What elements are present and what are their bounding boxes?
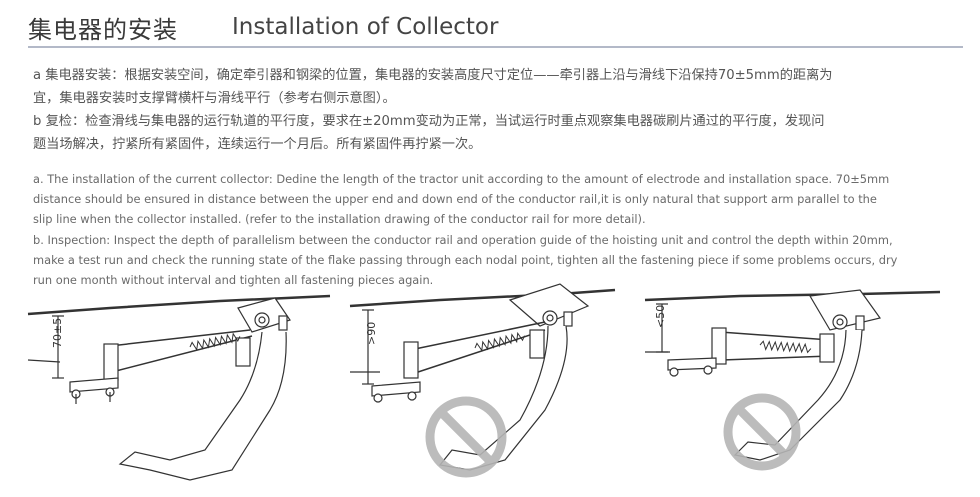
english-instructions: a. The installation of the current colle… <box>33 169 953 290</box>
diagram-too-far: >90 <box>349 283 616 478</box>
page-title-english: Installation of Collector <box>232 14 499 40</box>
chinese-instructions: a 集电器安装：根据安装空间，确定牵引器和钢梁的位置，集电器的安装高度尺寸定位—… <box>33 64 943 156</box>
cn-para-b-line2: 题当场解决，拧紧所有紧固件，连续运行一个月后。所有紧固件再拧紧一次。 <box>33 137 482 152</box>
cn-para-b-line1: b 复检：检查滑线与集电器的运行轨道的平行度，要求在±20mm变动为正常，当试运… <box>33 114 825 129</box>
prohibited-icon <box>425 396 507 478</box>
distance-label-too-far: >90 <box>365 322 378 345</box>
en-line-2: distance should be ensured in distance b… <box>33 192 877 207</box>
title-divider <box>28 46 963 48</box>
cn-para-a-line2: 宜，集电器安装时支撑臂横杆与滑线平行（参考右侧示意图）。 <box>33 91 396 106</box>
diagram-too-close: <50 <box>644 289 941 471</box>
prohibited-icon <box>723 393 801 471</box>
cn-para-a-line1: a 集电器安装：根据安装空间，确定牵引器和钢梁的位置，集电器的安装高度尺寸定位—… <box>33 68 833 83</box>
conductor-rail <box>349 288 616 308</box>
conductor-rail <box>644 290 941 302</box>
en-line-3: slip line when the collector installed. … <box>33 212 646 227</box>
distance-label-too-close: <50 <box>654 305 667 328</box>
conductor-rail <box>27 294 331 316</box>
distance-label-correct: 70±5 <box>51 318 64 348</box>
page-title-chinese: 集电器的安装 <box>28 16 178 44</box>
en-line-5: make a test run and check the running st… <box>33 252 898 267</box>
en-line-1: a. The installation of the current colle… <box>33 172 890 186</box>
en-line-4: b. Inspection: Inspect the depth of para… <box>33 232 893 247</box>
page-header: 集电器的安装 Installation of Collector <box>28 6 963 50</box>
en-line-6: run one month without interval and tight… <box>33 273 434 288</box>
diagram-correct-installation: 70±5 <box>27 294 331 481</box>
